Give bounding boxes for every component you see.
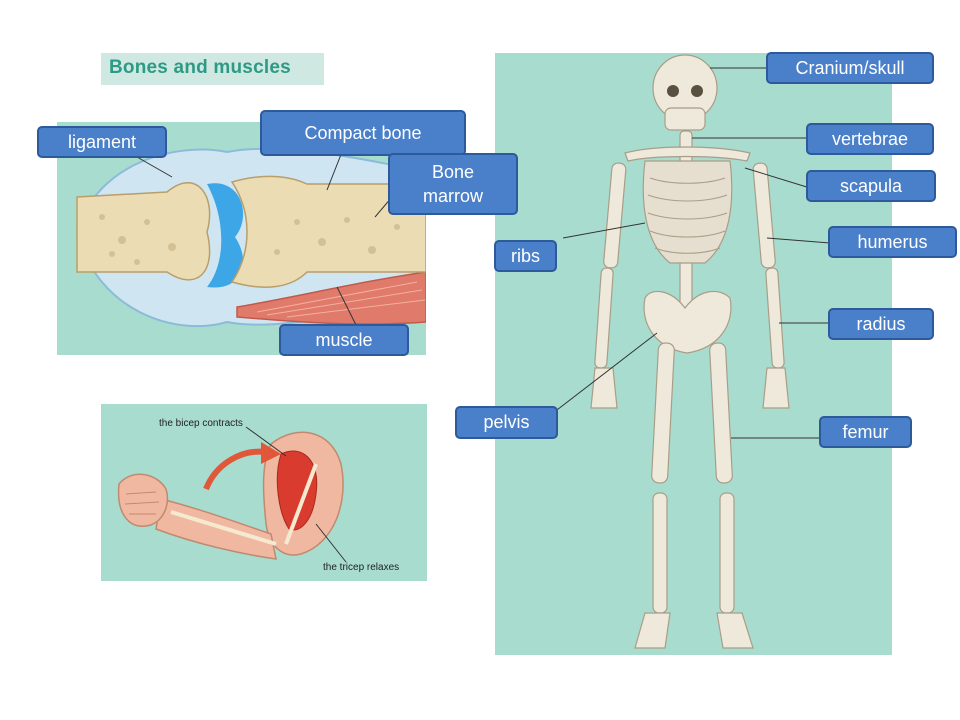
label-scapula: scapula [806, 170, 936, 202]
label-compact-bone: Compact bone [260, 110, 466, 156]
page-title-banner: Bones and muscles [101, 53, 324, 85]
label-vertebrae-text: vertebrae [831, 128, 909, 149]
label-humerus: humerus [828, 226, 957, 258]
label-bone-marrow: Bone marrow [388, 153, 518, 215]
label-vertebrae: vertebrae [806, 123, 934, 155]
label-pelvis-text: pelvis [483, 412, 530, 433]
bicep-caption: the bicep contracts [159, 418, 243, 429]
label-compact-bone-text: Compact bone [304, 122, 422, 143]
label-muscle: muscle [279, 324, 409, 356]
label-cranium-text: Cranium/skull [795, 57, 905, 78]
label-cranium: Cranium/skull [766, 52, 934, 84]
page-title: Bones and muscles [109, 57, 291, 78]
label-ribs-text: ribs [510, 245, 540, 266]
label-femur: femur [819, 416, 912, 448]
label-scapula-text: scapula [839, 175, 903, 196]
label-bone-marrow-line2: marrow [422, 186, 483, 206]
label-ligament: ligament [37, 126, 167, 158]
arm-diagram: the bicep contracts the tricep relaxes [101, 404, 427, 581]
label-femur-text: femur [842, 421, 889, 442]
label-ligament-text: ligament [67, 131, 137, 152]
label-humerus-text: humerus [857, 231, 928, 252]
label-bone-marrow-line1: Bone [431, 161, 475, 182]
label-ribs: ribs [494, 240, 557, 272]
label-radius-text: radius [856, 313, 906, 334]
label-pelvis: pelvis [455, 406, 558, 439]
tricep-caption: the tricep relaxes [323, 562, 399, 573]
label-muscle-text: muscle [315, 329, 373, 350]
label-radius: radius [828, 308, 934, 340]
arm-illustration: the bicep contracts the tricep relaxes [101, 404, 427, 581]
